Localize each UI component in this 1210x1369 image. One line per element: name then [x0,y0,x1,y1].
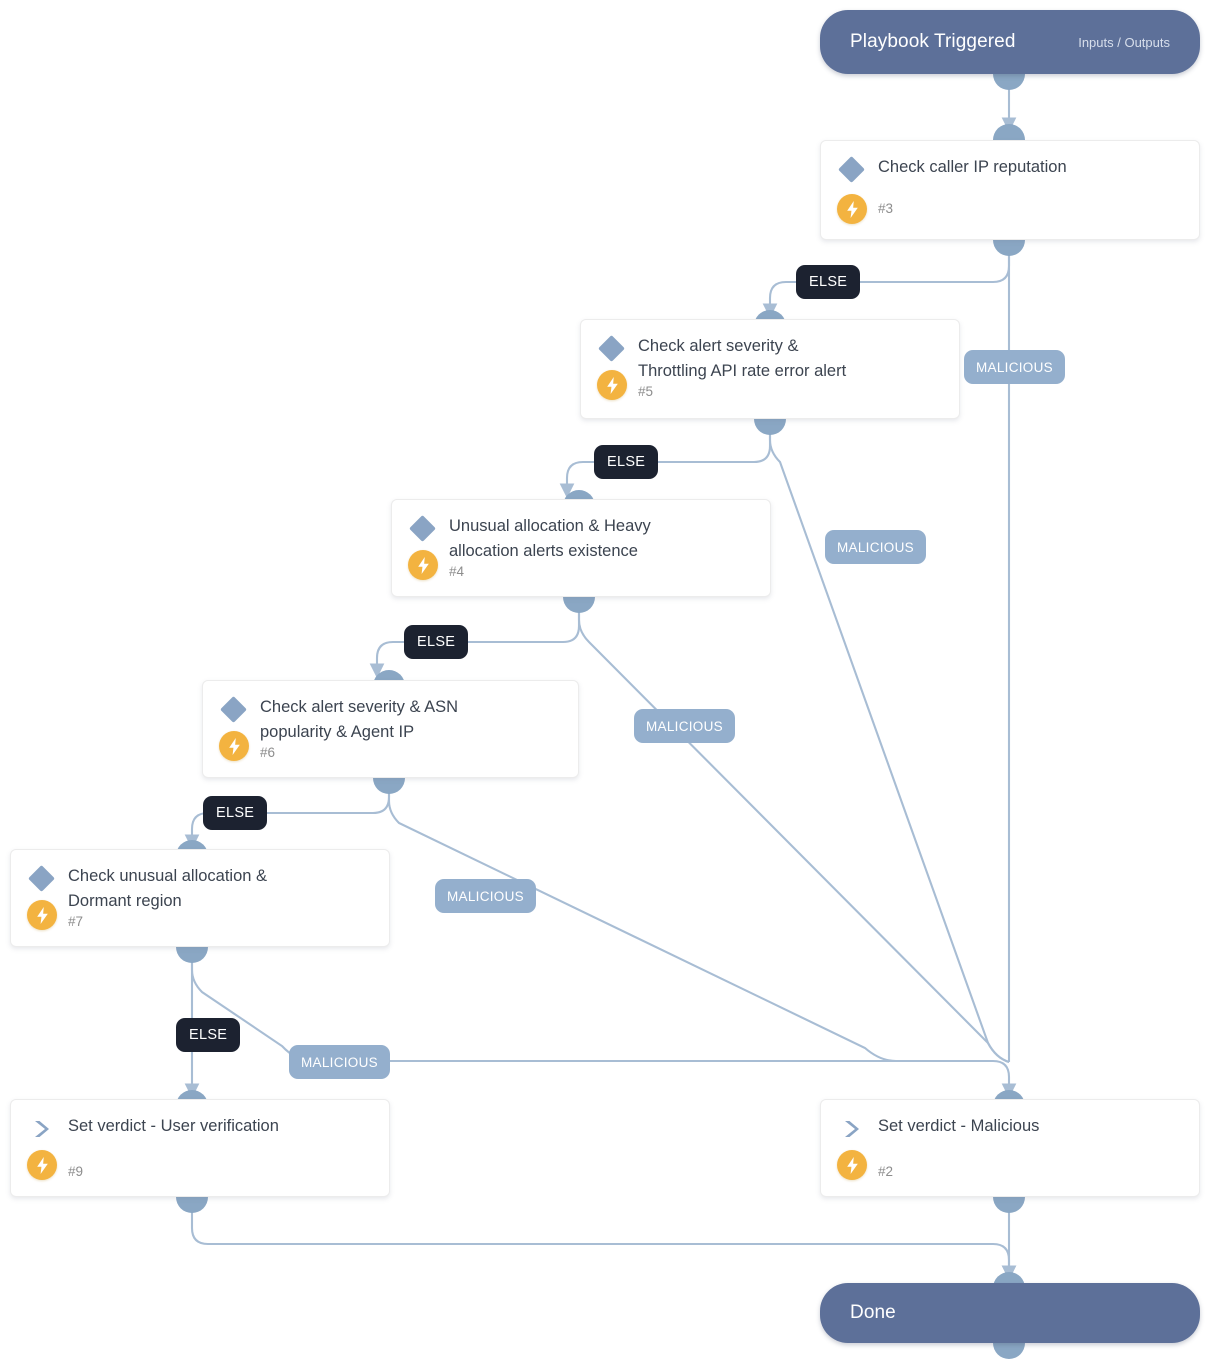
lightning-bolt-icon [27,900,57,930]
node-number: #3 [878,201,894,216]
handle-n7-bottom[interactable] [176,947,208,963]
handle-end-bottom[interactable] [993,1343,1025,1359]
done-title: Done [850,1302,896,1323]
node-number: #6 [260,745,276,760]
handle-start-bottom[interactable] [993,74,1025,90]
lightning-bolt-icon [597,370,627,400]
condition-diamond-icon [598,335,625,362]
condition-diamond-icon [220,696,247,723]
edge-n5-malicious [768,419,1010,1064]
edge-n6-malicious [387,779,988,1063]
action-chevron-icon [29,1116,55,1142]
lightning-bolt-icon [837,1150,867,1180]
playbook-triggered-node[interactable]: Playbook Triggered Inputs / Outputs [820,10,1200,74]
lightning-bolt-icon [219,731,249,761]
branch-label-else-n5[interactable]: ELSE [594,445,659,479]
lightning-bolt-icon [27,1150,57,1180]
node-check-caller-ip-reputation[interactable]: Check caller IP reputation #3 [820,140,1200,240]
node-title: Unusual allocation & Heavy allocation al… [449,517,651,560]
lightning-bolt-icon [408,550,438,580]
action-chevron-icon [839,1116,865,1142]
lightning-bolt-icon [837,194,867,224]
node-title: Check alert severity & Throttling API ra… [638,337,847,380]
branch-label-else-n4[interactable]: ELSE [404,625,469,659]
branch-label-else-n7[interactable]: ELSE [176,1018,241,1052]
node-number: #4 [449,564,465,579]
node-title: Check alert severity & ASN popularity & … [260,698,459,741]
handle-n6-bottom[interactable] [373,778,405,794]
node-number: #7 [68,914,84,929]
edge-n4-malicious [577,598,1010,1064]
condition-diamond-icon [838,156,865,183]
handle-n4-bottom[interactable] [563,597,595,613]
inputs-outputs-label[interactable]: Inputs / Outputs [1078,34,1170,50]
node-set-verdict-malicious[interactable]: Set verdict - Malicious #2 [820,1099,1200,1197]
node-unusual-allocation-heavy[interactable]: Unusual allocation & Heavy allocation al… [391,499,771,597]
branch-label-malicious-n7[interactable]: MALICIOUS [289,1045,390,1079]
node-check-alert-severity-asn[interactable]: Check alert severity & ASN popularity & … [202,680,579,778]
branch-label-malicious-n5[interactable]: MALICIOUS [825,530,926,564]
handle-n9-bottom[interactable] [176,1197,208,1213]
handle-n5-bottom[interactable] [754,419,786,435]
branch-label-malicious-n6[interactable]: MALICIOUS [435,879,536,913]
node-number: #9 [68,1164,84,1179]
node-check-alert-severity-throttling[interactable]: Check alert severity & Throttling API ra… [580,319,960,419]
branch-label-else-n3[interactable]: ELSE [796,265,861,299]
node-title: Set verdict - User verification [68,1117,279,1135]
node-title: Check caller IP reputation [878,158,1067,176]
branch-label-malicious-n3[interactable]: MALICIOUS [964,350,1065,384]
node-title: Check unusual allocation & Dormant regio… [68,867,268,910]
node-number: #5 [638,384,654,399]
handle-n3-top[interactable] [993,124,1025,140]
node-number: #2 [878,1164,894,1179]
branch-label-malicious-n4[interactable]: MALICIOUS [634,709,735,743]
done-node[interactable]: Done [820,1283,1200,1343]
node-set-verdict-user-verification[interactable]: Set verdict - User verification #9 [10,1099,390,1197]
branch-label-else-n6[interactable]: ELSE [203,796,268,830]
handle-n3-bottom[interactable] [993,240,1025,256]
handle-n2-bottom[interactable] [993,1197,1025,1213]
playbook-triggered-title: Playbook Triggered [850,31,1016,52]
condition-diamond-icon [409,515,436,542]
condition-diamond-icon [28,865,55,892]
edge-n9-to-end [190,1198,1017,1281]
node-title: Set verdict - Malicious [878,1117,1040,1135]
node-check-unusual-allocation-dormant[interactable]: Check unusual allocation & Dormant regio… [10,849,390,947]
